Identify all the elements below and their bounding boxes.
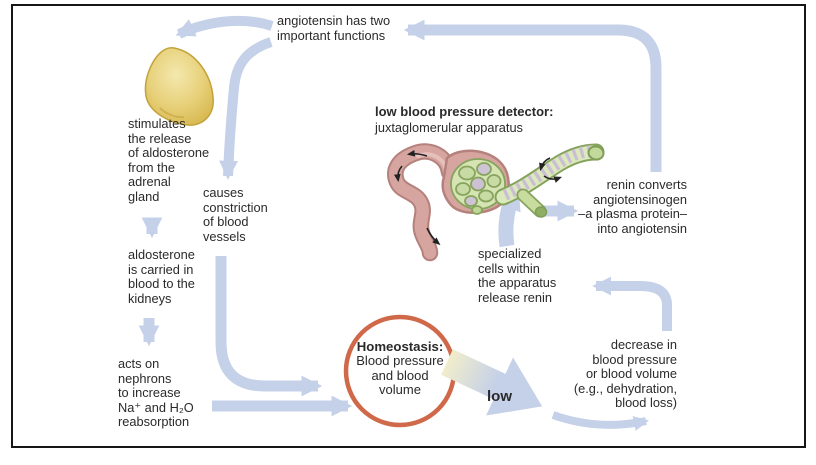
tubule-flow-arrow-icon xyxy=(539,157,551,172)
vessel-flow-arrow-icon xyxy=(426,227,441,246)
arrow-low-to-decrease-icon xyxy=(551,411,649,431)
causes-constriction-label: causes constriction of blood vessels xyxy=(203,185,268,244)
tubule-flow-arrow-icon xyxy=(543,175,562,183)
low-label: low xyxy=(487,388,512,405)
juxtaglomerular-apparatus-illustration xyxy=(387,143,605,262)
tubule-opening-icon xyxy=(587,145,605,161)
detector-title: low blood pressure detector: xyxy=(375,104,554,119)
homeostasis-title: Homeostasis: xyxy=(356,339,444,354)
distal-tubule-icon xyxy=(494,143,605,206)
angiotensin-functions-label: angiotensin has two important functions xyxy=(277,13,391,43)
arrow-angiotensin-to-constriction-icon xyxy=(219,37,273,180)
macula-densa-cells-icon xyxy=(502,145,595,201)
homeostasis-label: Homeostasis: Blood pressure and blood vo… xyxy=(342,339,458,398)
adrenal-gland-icon xyxy=(144,47,214,126)
glomerulus-icon xyxy=(450,158,506,215)
arrow-constriction-to-homeostasis-icon xyxy=(215,256,323,397)
stimulates-aldosterone-label: stimulates the release of aldosterone fr… xyxy=(128,116,210,204)
diagram-border xyxy=(11,4,806,448)
flow-direction-arrows xyxy=(393,149,562,246)
detector-subtitle: juxtaglomerular apparatus xyxy=(375,120,523,135)
aldosterone-carried-label: aldosterone is carried in blood to the k… xyxy=(128,247,195,306)
arrow-renin-to-angiotensin-icon xyxy=(403,19,662,172)
arrow-angiotensin-to-adrenal-icon xyxy=(175,15,274,39)
specialized-cells-label: specialized cells within the apparatus r… xyxy=(478,246,557,305)
homeostasis-body: Blood pressure and blood volume xyxy=(356,353,444,397)
vessel-flow-arrow-icon xyxy=(393,165,403,183)
efferent-stub-icon xyxy=(516,188,548,218)
decrease-pressure-label: decrease in blood pressure or blood volu… xyxy=(573,337,677,410)
low-arrow-icon xyxy=(441,349,543,416)
renin-converts-label: renin converts angiotensinogen –a plasma… xyxy=(578,177,687,236)
acts-on-nephrons-label: acts on nephrons to increase Na⁺ and H₂O… xyxy=(118,356,194,429)
arrow-decrease-to-specialized-icon xyxy=(592,276,672,331)
arteriole-vessel-icon xyxy=(387,143,458,262)
vessel-flow-arrow-icon xyxy=(406,149,428,157)
